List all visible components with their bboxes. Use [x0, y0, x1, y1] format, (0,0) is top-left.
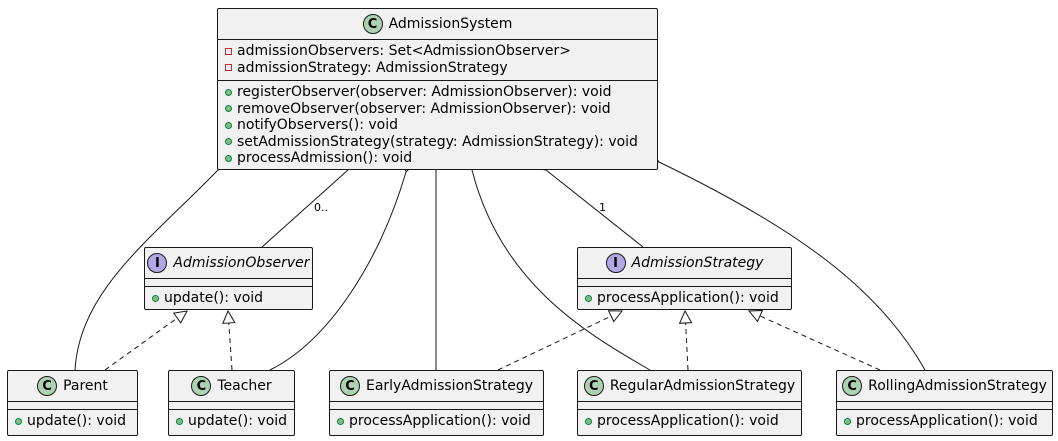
fields-section: [330, 401, 543, 409]
method-row: update(): void: [15, 413, 130, 430]
field-row: admissionStrategy: AdmissionStrategy: [225, 60, 650, 77]
method-text: update(): void: [188, 413, 288, 430]
method-row: processApplication(): void: [585, 413, 794, 430]
edge-parent-observer: [104, 311, 187, 371]
edge-system-regular: [465, 155, 651, 371]
method-text: processApplication(): void: [597, 290, 779, 307]
method-text: notifyObservers(): void: [237, 117, 399, 134]
class-title: RegularAdmissionStrategy: [609, 378, 796, 394]
edge-system-strategy: [534, 160, 644, 248]
public-icon: [585, 294, 592, 302]
public-icon: [337, 417, 344, 425]
method-row: processApplication(): void: [844, 413, 1045, 430]
edge-rolling-strategy: [749, 311, 881, 371]
method-row: update(): void: [152, 290, 305, 307]
class-early-admission-strategy[interactable]: C EarlyAdmissionStrategy processApplicat…: [329, 370, 544, 436]
strategy-multiplicity: 1: [599, 201, 606, 214]
fields-section: admissionObservers: Set<AdmissionObserve…: [218, 39, 657, 80]
interface-title: AdmissionStrategy: [631, 255, 764, 271]
field-text: admissionObservers: Set<AdmissionObserve…: [237, 43, 571, 60]
interface-admission-strategy[interactable]: I AdmissionStrategy processApplication()…: [577, 247, 792, 310]
fields-section: [169, 401, 294, 409]
method-row: removeObserver(observer: AdmissionObserv…: [225, 101, 650, 118]
methods-section: processApplication(): void: [578, 409, 801, 434]
method-row: processApplication(): void: [585, 290, 784, 307]
class-icon: C: [842, 376, 863, 396]
class-parent[interactable]: C Parent update(): void: [7, 370, 138, 436]
methods-section: update(): void: [8, 409, 137, 434]
fields-section: [578, 401, 801, 409]
methods-section: processApplication(): void: [578, 286, 791, 311]
edge-regular-strategy: [685, 311, 688, 371]
fields-section: [837, 401, 1052, 409]
interface-icon: I: [147, 253, 168, 273]
method-text: removeObserver(observer: AdmissionObserv…: [237, 100, 611, 117]
method-text: update(): void: [27, 413, 127, 430]
observer-multiplicity: 0..: [314, 201, 328, 214]
public-icon: [225, 121, 232, 129]
public-icon: [225, 138, 232, 146]
private-icon: [225, 47, 232, 55]
method-row: processAdmission(): void: [225, 150, 650, 167]
class-icon: C: [583, 376, 604, 396]
class-icon: C: [339, 376, 360, 396]
class-teacher[interactable]: C Teacher update(): void: [168, 370, 295, 436]
public-icon: [152, 294, 159, 302]
fields-section: [578, 278, 791, 286]
class-title: Parent: [63, 378, 108, 394]
methods-section: processApplication(): void: [837, 409, 1052, 434]
fields-section: [145, 278, 312, 286]
methods-section: registerObserver(observer: AdmissionObse…: [218, 80, 657, 171]
edge-system-observer: [261, 169, 349, 248]
interface-title: AdmissionObserver: [173, 255, 310, 271]
field-text: admissionStrategy: AdmissionStrategy: [237, 59, 508, 76]
public-icon: [225, 154, 232, 162]
method-text: processApplication(): void: [856, 413, 1038, 430]
public-icon: [585, 417, 592, 425]
method-text: setAdmissionStrategy(strategy: Admission…: [237, 133, 638, 150]
public-icon: [176, 417, 183, 425]
class-title: Teacher: [217, 378, 272, 394]
edge-system-teacher: [269, 157, 413, 371]
method-text: update(): void: [164, 290, 264, 307]
method-row: processApplication(): void: [337, 413, 536, 430]
class-title: RollingAdmissionStrategy: [868, 378, 1047, 394]
class-icon: C: [362, 14, 383, 34]
method-text: processApplication(): void: [349, 413, 531, 430]
method-row: registerObserver(observer: AdmissionObse…: [225, 84, 650, 101]
fields-section: [8, 401, 137, 409]
interface-icon: I: [605, 253, 626, 273]
method-row: setAdmissionStrategy(strategy: Admission…: [225, 134, 650, 151]
field-row: admissionObservers: Set<AdmissionObserve…: [225, 43, 650, 60]
public-icon: [15, 417, 22, 425]
class-admission-system[interactable]: C AdmissionSystem admissionObservers: Se…: [217, 8, 658, 170]
class-title: AdmissionSystem: [388, 16, 513, 32]
class-regular-admission-strategy[interactable]: C RegularAdmissionStrategy processApplic…: [577, 370, 802, 436]
method-row: notifyObservers(): void: [225, 117, 650, 134]
methods-section: update(): void: [145, 286, 312, 311]
methods-section: update(): void: [169, 409, 294, 434]
class-icon: C: [37, 376, 58, 396]
class-rolling-admission-strategy[interactable]: C RollingAdmissionStrategy processApplic…: [836, 370, 1053, 436]
method-text: processAdmission(): void: [237, 150, 413, 167]
private-icon: [225, 64, 232, 72]
method-row: update(): void: [176, 413, 287, 430]
method-text: processApplication(): void: [597, 413, 779, 430]
methods-section: processApplication(): void: [330, 409, 543, 434]
public-icon: [225, 88, 232, 96]
public-icon: [225, 105, 232, 113]
edge-system-parent: [74, 159, 229, 371]
edge-teacher-observer: [228, 311, 232, 371]
class-title: EarlyAdmissionStrategy: [365, 378, 533, 394]
interface-admission-observer[interactable]: I AdmissionObserver update(): void: [144, 247, 313, 310]
class-icon: C: [191, 376, 212, 396]
method-text: registerObserver(observer: AdmissionObse…: [237, 84, 612, 101]
edge-early-strategy: [497, 311, 622, 371]
public-icon: [844, 417, 851, 425]
edge-system-rolling: [645, 154, 926, 371]
